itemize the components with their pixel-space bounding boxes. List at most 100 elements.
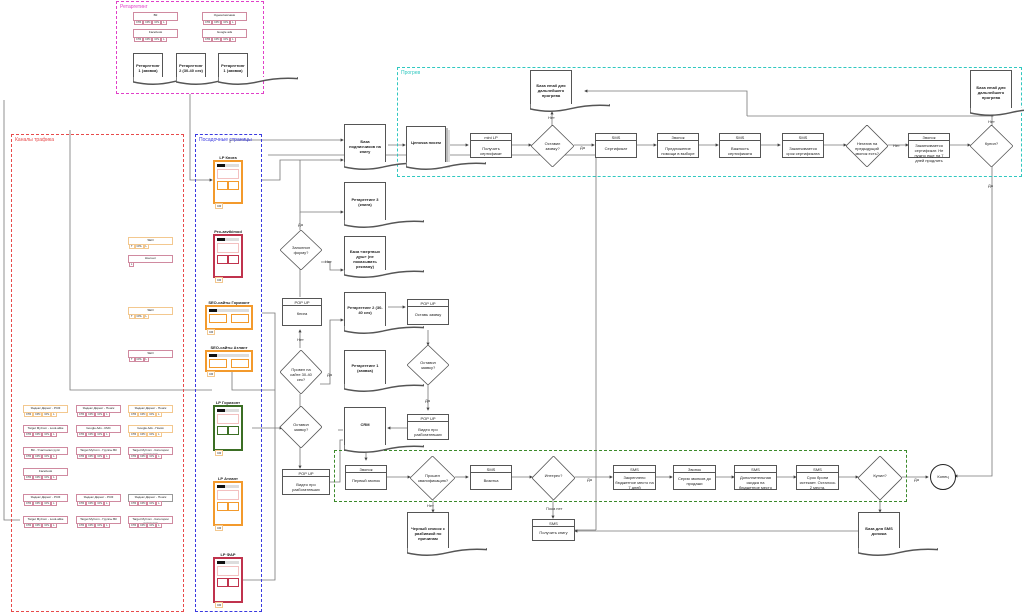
doc-baza-mertvyh: База «мертвых душ» (не показывать реклам…: [344, 236, 424, 272]
metric-cell: CTR: [134, 20, 144, 25]
edge-label-da: Да: [988, 183, 993, 188]
metric-cell: L: [156, 523, 162, 528]
group-title: Каналы трафика: [15, 137, 54, 143]
landing-page-seo-gorizont[interactable]: SEO-сайты Горизонт CR: [205, 300, 253, 335]
metric-cell: CPC: [86, 412, 96, 417]
metric-cell: L: [129, 262, 135, 267]
traffic-channel[interactable]: Target MyCom - Категории интересовCTRCPC…: [128, 447, 173, 459]
landing-page-lp-kniga[interactable]: LP Книга CR: [213, 155, 243, 209]
landing-page-lp-atlant[interactable]: LP Атлант CR: [213, 476, 243, 531]
landing-page-lp-gorizont[interactable]: LP Горизонт CR: [213, 400, 243, 456]
landing-page-seo-atlant[interactable]: SEO-сайты Атлант CR: [205, 345, 253, 377]
metric-cell: L: [156, 412, 162, 417]
metric-cell: CTR: [77, 412, 87, 417]
decision-interes: Интерес?: [532, 456, 575, 500]
metric-cell: CTR: [24, 454, 34, 459]
metric-cell: CTR: [24, 501, 34, 506]
metric-cell: L: [156, 454, 162, 459]
edge-label-da: Да: [587, 477, 592, 482]
metric-cell: CPL: [95, 501, 105, 506]
group-title: Ретаргетинг: [120, 4, 148, 10]
metric-cell: CPL: [42, 454, 52, 459]
metric-cell: CPC: [212, 37, 222, 42]
metric-cell: CTR: [24, 432, 34, 437]
doc-baza-email-1: База email для дальнейшего прогрева: [530, 70, 610, 106]
metric-cell: CPL: [95, 432, 105, 437]
metric-cell: L: [143, 357, 149, 362]
metric-cell: CPA: [134, 314, 144, 319]
doc-baza-podpisavshihsya: База подписчиков на книгу: [344, 124, 424, 164]
doc-crm: CRM: [344, 407, 424, 447]
metric-cell: CTR: [77, 432, 87, 437]
decision-zapolnil-formu: Заполнил форму?: [280, 230, 322, 270]
metric-cell: CPL: [221, 20, 231, 25]
retarget-doc: Ретаргетинг 2 (30-40 сек): [176, 53, 256, 79]
metric-cell: CPL: [147, 523, 157, 528]
landing-page-lp-far[interactable]: LP ФАР CR: [213, 552, 243, 608]
retarget-doc: Ретаргетинг 1 (заявка): [218, 53, 298, 79]
traffic-channel[interactable]: Target MyCom - Категории интересовCTRCPC…: [128, 516, 173, 528]
decision-kupil-bottom: Купил?: [858, 456, 902, 500]
metric-cell: CPC: [33, 475, 43, 480]
doc-wave-edge: [970, 108, 1024, 116]
metric-cell: CPC: [138, 523, 148, 528]
group-traffic: Каналы трафика: [11, 134, 184, 612]
metric-cell: L: [104, 412, 110, 417]
decision-kupil-top: Купил?: [970, 125, 1013, 167]
metric-cell: L: [104, 432, 110, 437]
metric-cell: L: [51, 475, 57, 480]
edge-label-net: Нет: [988, 119, 995, 124]
doc-baza-email-2: База email для дальнейшего прогрева: [970, 70, 1024, 110]
metric-cell: L: [230, 20, 236, 25]
metric-cell: CTR: [129, 454, 139, 459]
landing-page-pro[interactable]: Pro-zavtkimod CR: [213, 229, 243, 283]
metric-cell: CTR: [77, 454, 87, 459]
metric-cell: CTR: [129, 501, 139, 506]
group-landing: Посадочные страницы: [195, 134, 262, 612]
metric-cell: CPL: [42, 475, 52, 480]
metric-cell: T: [129, 244, 135, 249]
metric-cell: CPC: [33, 432, 43, 437]
metric-cell: CPL: [152, 20, 162, 25]
metric-cell: L: [230, 37, 236, 42]
